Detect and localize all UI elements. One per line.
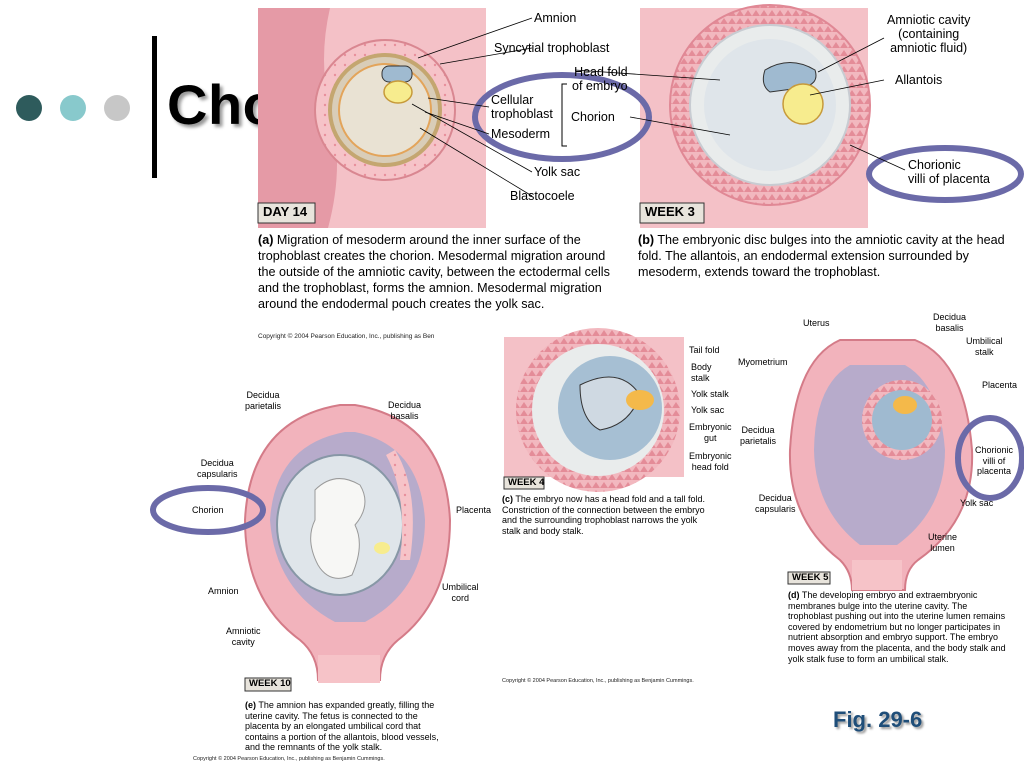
label-amnion-a: Amnion [534,11,577,25]
badge-week-4: WEEK 4 [508,477,545,488]
caption-b-text: The embryonic disc bulges into the amnio… [638,233,1005,279]
label-head-fold: Head fold of embryo [572,65,628,93]
caption-c-letter: (c) [502,494,513,504]
label-decidua-basalis-d: Decidua basalis [933,312,967,333]
label-body-stalk: Body stalk [691,362,712,383]
badge-week-3: WEEK 3 [645,204,695,219]
caption-a: (a) Migration of mesoderm around the inn… [258,232,624,312]
caption-d: (d) The developing embryo and extraembry… [788,590,1010,664]
label-uterine-lumen: Uterine lumen [928,532,958,553]
label-yolk-sac-c: Yolk sac [691,405,725,415]
label-blastocoele: Blastocoele [510,189,575,203]
highlight-villi-b [866,145,1024,203]
label-allantois: Allantois [895,73,943,87]
caption-a-text: Migration of mesoderm around the inner s… [258,233,610,311]
badge-week-10: WEEK 10 [249,678,291,689]
label-decidua-capsularis-e: Decidua capsularis [197,458,238,479]
label-chorionic-villi-d: Chorionic villi of placenta [975,445,1014,476]
label-embryonic-head-fold: Embryonic head fold [689,451,732,472]
label-chorion-e: Chorion [192,505,224,515]
copyright-c: Copyright © 2004 Pearson Education, Inc.… [502,678,694,684]
panel-a-illustration [258,8,486,228]
label-yolk-stalk: Yolk stalk [691,389,729,399]
caption-e: (e) The amnion has expanded greatly, fil… [245,700,451,753]
bullet-dot-3 [104,95,130,121]
caption-e-text: The amnion has expanded greatly, filling… [245,700,439,753]
highlight-chorion-e [150,485,266,535]
highlight-villi-d [955,415,1024,501]
label-umbilical-stalk: Umbilical stalk [966,336,1003,357]
label-amniotic-cavity-b: Amniotic cavity (containing amniotic flu… [887,13,971,55]
label-mesoderm: Mesoderm [491,127,551,141]
label-decidua-parietalis-d: Decidua parietalis [740,425,777,446]
caption-b-letter: (b) [638,233,655,247]
copyright-e: Copyright © 2004 Pearson Education, Inc.… [193,756,385,762]
label-decidua-capsularis-d: Decidua capsularis [755,493,796,514]
label-placenta-d: Placenta [982,380,1018,390]
label-yolk-sac-d: Yolk sac [960,498,994,508]
caption-c-text: The embryo now has a head fold and a tal… [502,494,705,536]
label-yolk-sac-a: Yolk sac [534,165,581,179]
label-decidua-basalis-e: Decidua basalis [388,400,422,421]
caption-c: (c) The embryo now has a head fold and a… [502,494,714,536]
badge-week-5: WEEK 5 [792,572,829,583]
label-cellular-trophoblast: Cellular trophoblast [491,93,553,121]
label-umbilical-cord: Umbilical cord [442,582,479,603]
label-myometrium: Myometrium [738,357,788,367]
label-placenta-e: Placenta [456,505,492,515]
label-syncytial-trophoblast: Syncytial trophoblast [494,41,610,55]
label-decidua-parietalis-e: Decidua parietalis [245,390,282,411]
copyright-a: Copyright © 2004 Pearson Education, Inc.… [258,333,435,340]
panel-d-illustration [788,339,974,591]
caption-e-letter: (e) [245,700,256,710]
label-chorionic-villi-b: Chorionic villi of placenta [908,158,990,186]
label-embryonic-gut: Embryonic gut [689,422,732,443]
panel-e-illustration [243,404,452,683]
caption-d-letter: (d) [788,590,800,600]
label-uterus: Uterus [803,318,830,328]
panel-c-illustration [504,328,684,492]
leader-lines [411,17,906,197]
caption-a-letter: (a) [258,233,274,247]
panel-b-illustration [640,4,871,228]
label-amnion-e: Amnion [208,586,239,596]
bullet-dot-2 [60,95,86,121]
badge-day-14: DAY 14 [263,204,308,219]
label-tail-fold: Tail fold [689,345,720,355]
chorion-bracket [561,83,567,147]
figure-label: Fig. 29-6 [833,707,923,732]
caption-d-text: The developing embryo and extraembryonic… [788,590,1006,664]
highlight-circles [150,72,1024,535]
label-amniotic-cavity-e: Amniotic cavity [226,626,261,647]
label-chorion-a: Chorion [571,110,615,124]
highlight-chorion-a [472,72,652,162]
bullet-dot-1 [16,95,42,121]
caption-b: (b) The embryonic disc bulges into the a… [638,232,1014,280]
title-divider [152,36,157,178]
